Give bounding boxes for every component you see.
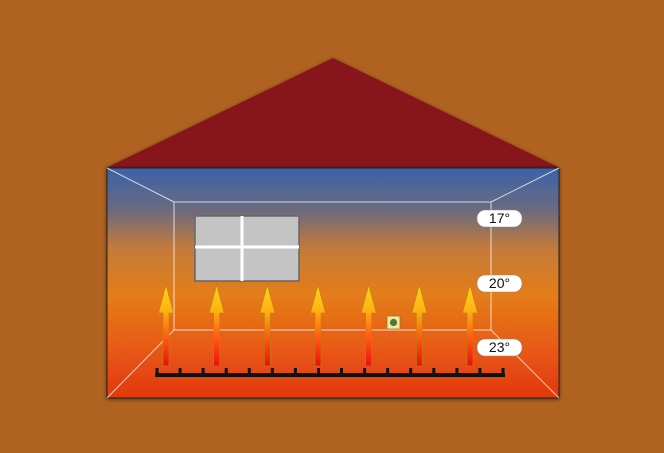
heat-arrows <box>158 283 478 367</box>
temperature-label: 20° <box>489 275 510 291</box>
pipe-connector <box>224 368 228 374</box>
pipe-connector <box>201 368 205 374</box>
temperature-badge-top: 17° <box>476 209 523 228</box>
temperature-label: 23° <box>489 339 510 355</box>
heat-rising-arrow-icon <box>259 283 276 367</box>
pipe-connector <box>386 368 390 374</box>
heat-rising-arrow-icon <box>310 283 326 367</box>
pipe-connector <box>178 368 182 374</box>
pipe-connector <box>293 368 297 374</box>
pipe-connector <box>317 368 320 374</box>
heat-rising-arrow-icon <box>462 283 478 367</box>
heat-rising-arrow-icon <box>360 283 377 367</box>
heat-rising-arrow-icon <box>411 283 428 367</box>
pipe-connector <box>155 368 159 374</box>
temperature-label: 17° <box>489 210 510 226</box>
pipe-connector <box>478 368 482 374</box>
pipe-connector <box>409 368 413 374</box>
heat-rising-arrow-icon <box>208 283 225 367</box>
pipe-connector <box>247 368 251 374</box>
temperature-badge-bottom: 23° <box>476 338 523 357</box>
pipe-connector <box>363 368 367 374</box>
pipe-connector <box>432 368 436 374</box>
heat-rising-arrow-icon <box>158 283 174 367</box>
pipe-connector <box>270 368 274 374</box>
underfloor-heating-pipe-icon <box>155 368 505 377</box>
pipe-connector <box>340 368 343 374</box>
house-roof <box>106 58 560 168</box>
pipe-connector <box>455 368 459 374</box>
window <box>194 215 300 282</box>
thermostat-sensor-icon <box>386 315 401 330</box>
temperature-badge-middle: 20° <box>476 274 523 293</box>
pipe-connector <box>501 368 505 374</box>
